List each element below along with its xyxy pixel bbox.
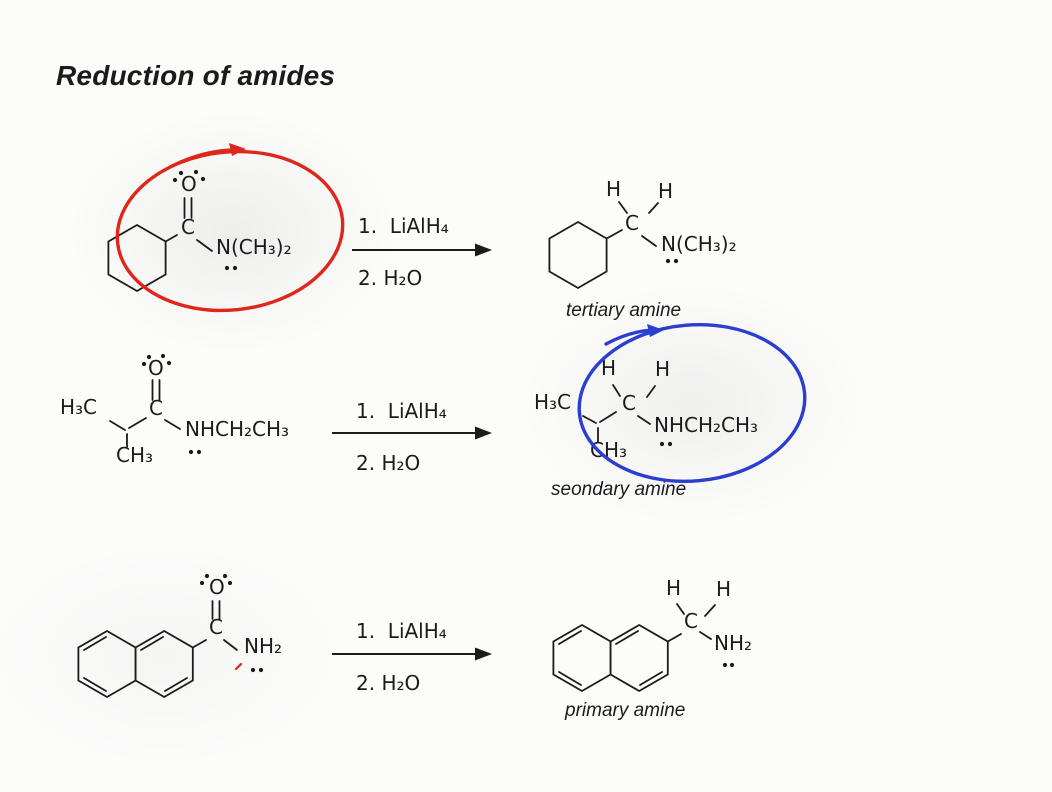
r1-product-c-label: C [625,211,639,235]
r2-reactant-n-label: NHCH₂CH₃ [185,417,290,441]
r1-product-label: tertiary amine [566,300,682,321]
r2-reactant-ch3-label: CH₃ [116,443,154,467]
r1-reactant-o-label: O [181,172,197,196]
r2-reactant-c-label: C [149,396,163,420]
r1-product-lone-pairs [665,258,679,264]
r2-product-h2-label: H [655,357,671,381]
r3-reactant-n-label: NH₂ [244,634,283,658]
r2-condition-step1: 1. LiAlH₄ [356,399,447,423]
r1-reactant-c-label: C [181,215,195,239]
page-title: Reduction of amides [56,60,336,91]
r2-product-ch3-label: CH₃ [590,438,628,462]
r1-product-n-label: N(CH₃)₂ [661,232,737,256]
r2-product-label: seondary amine [551,479,687,500]
r3-product-c-label: C [684,609,698,633]
r3-condition-step1: 1. LiAlH₄ [356,619,447,643]
r1-condition-step1: 1. LiAlH₄ [358,214,449,238]
blue-circle-annotation [577,322,807,484]
red-circle-annotation [115,143,345,313]
r3-condition-step2: 2. H₂O [356,671,421,695]
r3-product-lone-pairs [722,662,735,668]
r2-reactant-structure [109,379,181,448]
reaction-arrow-3 [332,647,492,661]
r1-condition-step2: 2. H₂O [358,266,423,290]
r2-reactant-o-label: O [148,356,164,380]
r2-product-lone-pairs [659,441,673,447]
r3-product-h1-label: H [666,576,682,600]
r3-reactant-o-label: O [209,575,225,599]
red-pen-mark [234,662,243,671]
r2-product-h1-label: H [601,356,617,380]
r1-reactant-n-label: N(CH₃)₂ [216,235,292,259]
r2-product-c-label: C [622,391,636,415]
r1-product-h2-label: H [658,179,674,203]
reaction-arrow-2 [332,426,492,440]
r2-product-h3c-label: H₃C [534,390,572,414]
r1-product-structure [548,201,659,290]
r2-reactant-h3c-label: H₃C [60,395,98,419]
r3-reactant-c-label: C [209,615,223,639]
r2-product-structure [582,384,656,443]
r3-product-h2-label: H [716,577,732,601]
r2-product-n-label: NHCH₂CH₃ [654,413,759,437]
reaction-arrow-1 [352,243,492,257]
r1-product-h1-label: H [606,177,622,201]
r3-product-label: primary amine [565,700,686,721]
r1-reactant-structure [107,197,213,293]
r2-condition-step2: 2. H₂O [356,451,421,475]
r3-product-n-label: NH₂ [714,631,753,655]
